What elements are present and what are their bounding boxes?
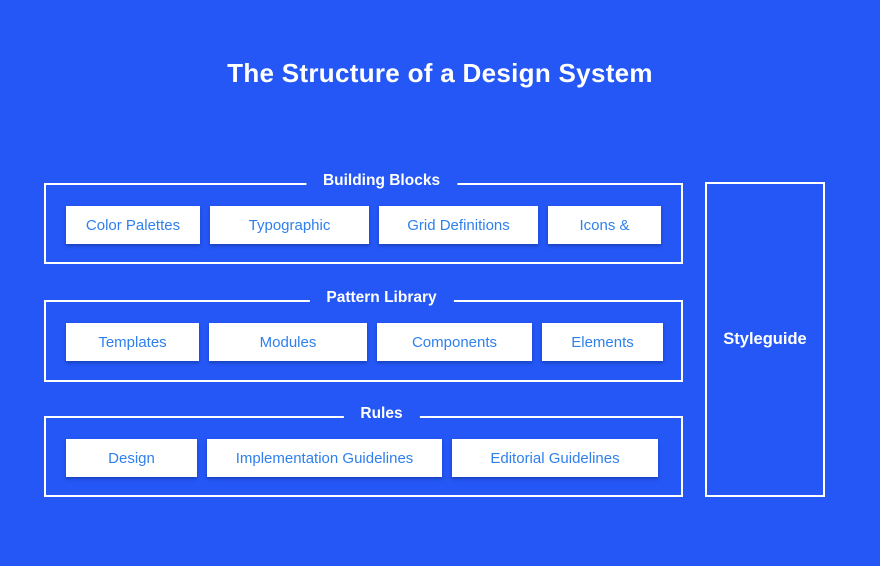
building-blocks-row: Color Palettes Typographic Grid Definiti…	[46, 185, 681, 244]
section-building-blocks-label: Building Blocks	[305, 172, 458, 191]
section-building-blocks: Building Blocks Color Palettes Typograph…	[44, 172, 683, 264]
block-design: Design	[66, 439, 197, 477]
section-pattern-library-label: Pattern Library	[309, 289, 454, 308]
block-implementation-guidelines: Implementation Guidelines	[207, 439, 442, 477]
block-elements: Elements	[542, 323, 663, 361]
diagram-title: The Structure of a Design System	[227, 58, 653, 88]
section-rules: Rules Design Implementation Guidelines E…	[44, 405, 683, 497]
styleguide-label: Styleguide	[723, 330, 807, 348]
block-editorial-guidelines: Editorial Guidelines	[452, 439, 658, 477]
block-grid-definitions: Grid Definitions	[379, 206, 538, 244]
pattern-library-row: Templates Modules Components Elements	[46, 302, 681, 361]
section-pattern-library: Pattern Library Templates Modules Compon…	[44, 289, 683, 382]
block-components: Components	[377, 323, 532, 361]
rules-row: Design Implementation Guidelines Editori…	[46, 418, 681, 477]
block-typographic: Typographic	[210, 206, 369, 244]
block-icons: Icons &	[548, 206, 661, 244]
block-templates: Templates	[66, 323, 199, 361]
block-color-palettes: Color Palettes	[66, 206, 200, 244]
styleguide-box: Styleguide	[705, 182, 825, 497]
block-modules: Modules	[209, 323, 367, 361]
section-rules-label: Rules	[343, 405, 420, 424]
